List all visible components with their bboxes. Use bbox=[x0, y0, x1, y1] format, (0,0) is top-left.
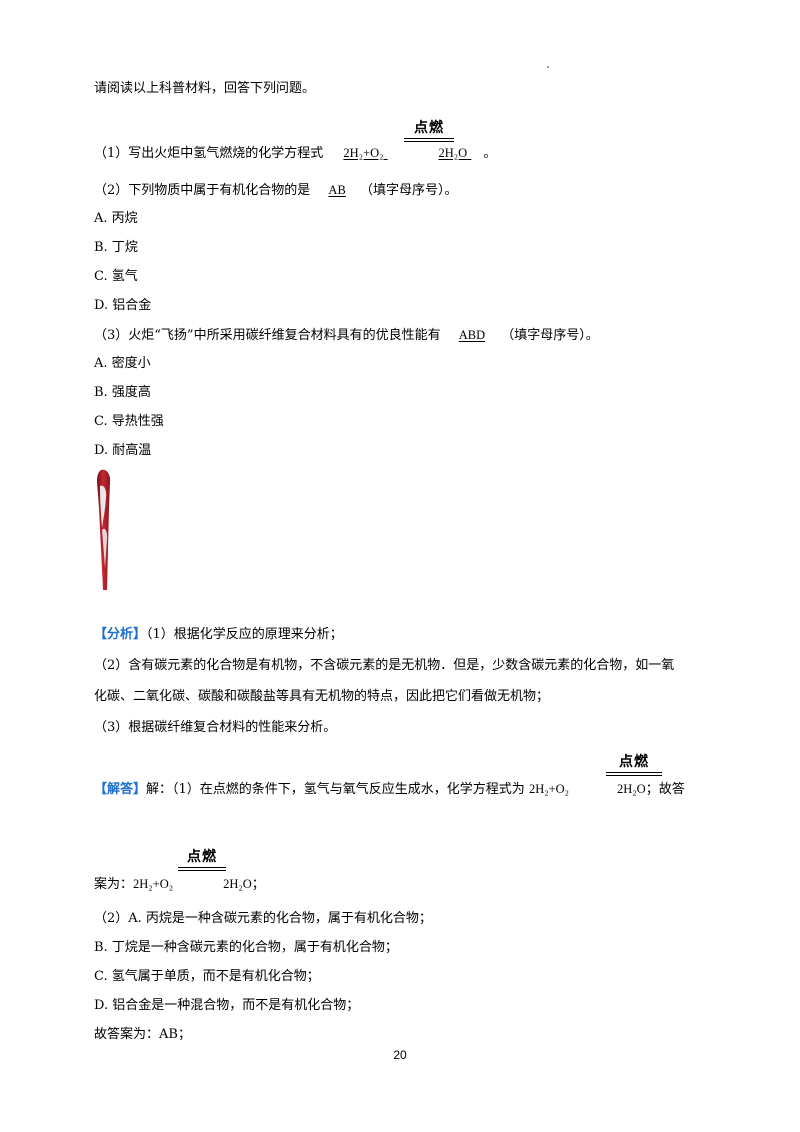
q1-answer-product: 2H₂O bbox=[438, 146, 468, 160]
condition-label-q1: 点燃 bbox=[404, 117, 454, 142]
solution-line-6: D. 铝合金是一种混合物，而不是有机化合物； bbox=[94, 998, 360, 1013]
torch-image bbox=[97, 469, 111, 590]
question-3: （3）火炬“飞扬”中所采用碳纤维复合材料具有的优良性能有 ABD （填字母序号）… bbox=[94, 328, 599, 343]
solution-product-2: 2H₂O bbox=[223, 877, 252, 891]
intro-text: 请阅读以上科普材料，回答下列问题。 bbox=[94, 81, 316, 96]
solution-line-5: C. 氢气属于单质，而不是有机化合物； bbox=[94, 969, 320, 984]
speck bbox=[547, 66, 549, 68]
question-1: （1）写出火炬中氢气燃烧的化学方程式 2H₂+O₂ 2H₂O 。 bbox=[94, 146, 497, 161]
solution-product-1: 2H₂O bbox=[617, 782, 646, 796]
q3-option-a: A. 密度小 bbox=[94, 356, 151, 371]
analysis-line-2: （2）含有碳元素的化合物是有机物，不含碳元素的是无机物．但是，少数含碳元素的化合… bbox=[94, 658, 675, 673]
solution-tag: 【解答】 bbox=[94, 782, 147, 797]
solution-line-1: 【解答】解：（1）在点燃的条件下，氢气与氧气反应生成水，化学方程式为 2H₂+O… bbox=[94, 782, 685, 797]
q3-option-b: B. 强度高 bbox=[94, 385, 151, 400]
analysis-line-3: 化碳、二氧化碳、碳酸和碳酸盐等具有无机物的特点，因此把它们看做无机物； bbox=[94, 689, 550, 704]
q2-option-a: A. 丙烷 bbox=[94, 211, 138, 226]
question-2: （2）下列物质中属于有机化合物的是 AB （填字母序号）。 bbox=[94, 183, 458, 198]
condition-label-solution-1: 点燃 bbox=[606, 751, 662, 776]
solution-line-7: 故答案为：AB； bbox=[94, 1027, 191, 1042]
q1-answer-reactants: 2H₂+O₂ bbox=[343, 146, 384, 160]
analysis-line-1: 【分析】（1）根据化学反应的原理来分析； bbox=[94, 627, 343, 642]
solution-line-4: B. 丁烷是一种含碳元素的化合物，属于有机化合物； bbox=[94, 940, 398, 955]
condition-label-solution-2: 点燃 bbox=[178, 846, 226, 871]
q2-option-d: D. 铝合金 bbox=[94, 298, 152, 313]
q3-option-d: D. 耐高温 bbox=[94, 443, 152, 458]
q2-option-c: C. 氢气 bbox=[94, 269, 138, 284]
solution-line-3: （2）A. 丙烷是一种含碳元素的化合物，属于有机化合物； bbox=[94, 911, 432, 926]
analysis-tag: 【分析】 bbox=[94, 627, 147, 642]
q2-option-b: B. 丁烷 bbox=[94, 240, 138, 255]
q2-answer: AB bbox=[328, 183, 346, 197]
q3-option-c: C. 导热性强 bbox=[94, 414, 164, 429]
page-number: 20 bbox=[393, 1048, 407, 1062]
solution-reactants-2: 2H₂+O₂ bbox=[133, 877, 174, 891]
solution-reactants-1: 2H₂+O₂ bbox=[528, 782, 570, 796]
q3-answer: ABD bbox=[458, 328, 486, 342]
analysis-line-4: （3）根据碳纤维复合材料的性能来分析。 bbox=[94, 720, 337, 735]
